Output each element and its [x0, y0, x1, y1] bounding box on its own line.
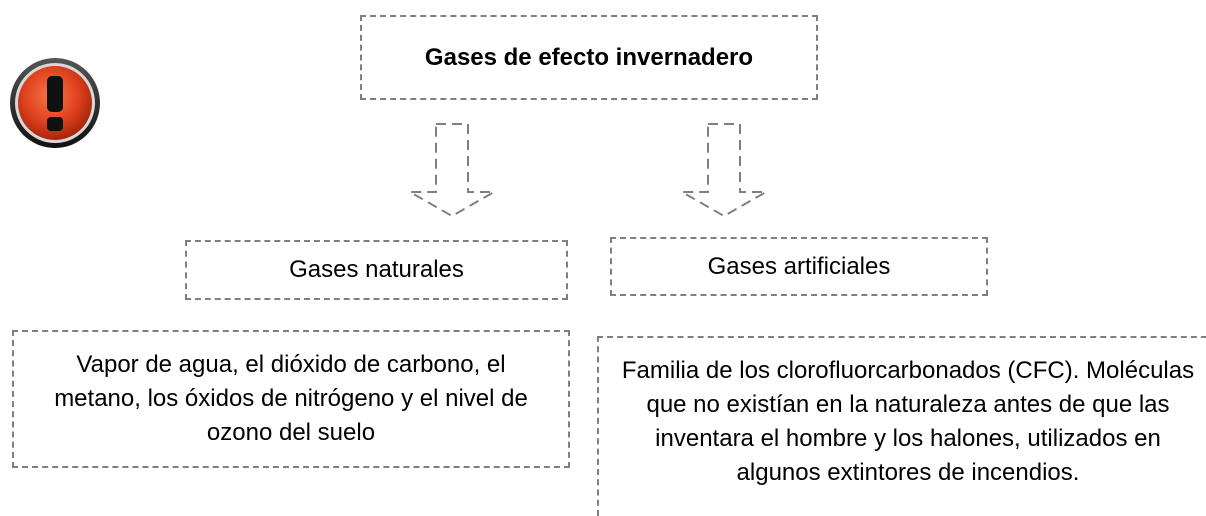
title-box: Gases de efecto invernadero — [360, 15, 818, 100]
down-arrow-left-icon — [406, 123, 498, 218]
diagram-title: Gases de efecto invernadero — [424, 43, 754, 71]
artificial-gases-description: Familia de los clorofluorcarbonados (CFC… — [621, 357, 1195, 486]
artificial-gases-description-box: Familia de los clorofluorcarbonados (CFC… — [597, 336, 1206, 516]
natural-gases-description: Vapor de agua, el dióxido de carbono, el… — [54, 351, 528, 446]
natural-gases-label: Gases naturales — [289, 256, 464, 283]
exclamation-alert-icon — [10, 58, 100, 148]
artificial-gases-label: Gases artificiales — [707, 252, 891, 280]
natural-gases-description-box: Vapor de agua, el dióxido de carbono, el… — [12, 330, 570, 468]
natural-gases-box: Gases naturales — [185, 240, 568, 300]
down-arrow-right-icon — [678, 123, 770, 218]
artificial-gases-box: Gases artificiales — [610, 237, 988, 296]
